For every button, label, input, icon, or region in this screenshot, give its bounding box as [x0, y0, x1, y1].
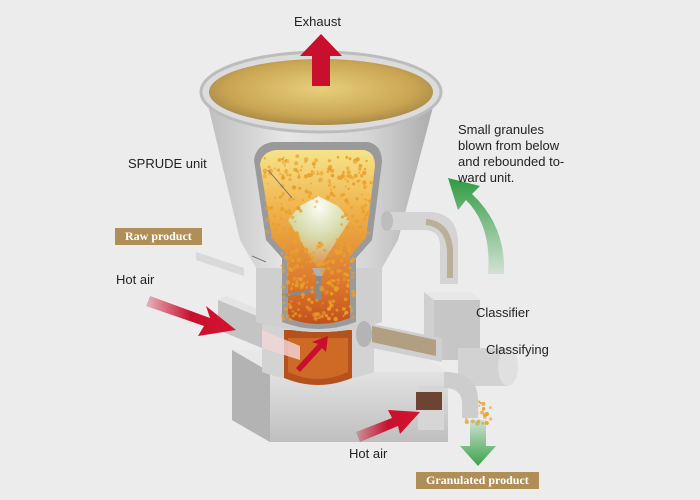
hot-air-arrow-bottom [356, 410, 420, 442]
hot-air-arrow-inner [296, 336, 328, 372]
exhaust-arrow [300, 34, 342, 86]
raw-product-pipe [196, 252, 244, 276]
leader-lines [251, 169, 293, 263]
vessel-top [199, 50, 443, 134]
recycle-arrow [448, 178, 505, 274]
raw-product-tag: Raw product [115, 228, 202, 245]
hot-air-bottom-label: Hot air [349, 446, 388, 461]
small-granules-note: Small granules blown from below and rebo… [458, 122, 565, 185]
sprude-unit-label: SPRUDE unit [128, 156, 207, 171]
exhaust-label: Exhaust [294, 14, 341, 29]
classifier-label: Classifier [476, 305, 530, 320]
granulated-product-tag: Granulated product [416, 472, 539, 489]
hot-air-left-label: Hot air [116, 272, 155, 287]
classifier-body [356, 292, 518, 430]
return-pipe [381, 211, 458, 284]
classifying-label: Classifying [486, 342, 549, 357]
hot-air-arrow-left [146, 296, 236, 336]
output-arrow [460, 420, 496, 466]
